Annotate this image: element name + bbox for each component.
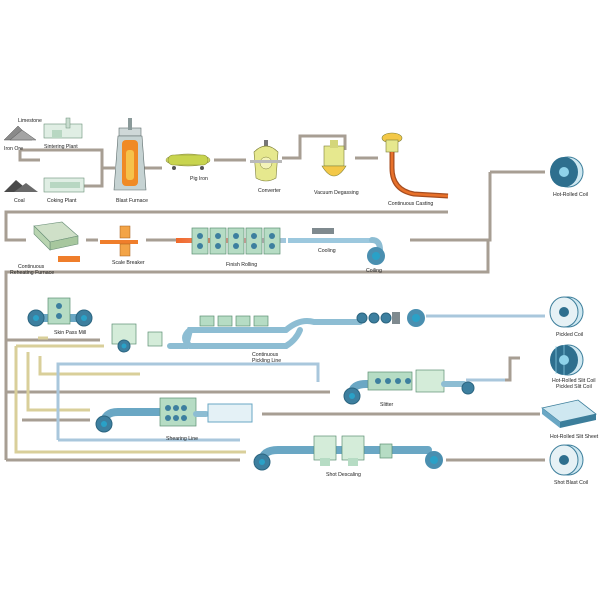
shot-blast-coil-icon	[549, 444, 584, 476]
limestone-pile-icon	[3, 125, 37, 141]
blast-furnace-icon	[113, 118, 147, 191]
pickled-coil-icon	[549, 296, 584, 328]
label-coking-plant: Coking Plant	[47, 198, 77, 204]
coal-pile-icon	[4, 180, 38, 192]
label-cooling: Cooling	[318, 248, 336, 254]
label-hot-rolled-coil: Hot-Rolled Coil	[553, 192, 588, 198]
pickling-line-icon	[111, 309, 425, 353]
converter-icon	[250, 140, 282, 182]
slitter-icon	[343, 369, 475, 405]
label-scale-breaker: Scale Breaker	[112, 260, 145, 266]
coil-icon	[550, 156, 584, 188]
continuous-caster-icon	[381, 132, 449, 199]
coking-plant-icon	[43, 177, 85, 193]
label-slit-coil-1: Hot-Rolled Slit Coil	[552, 378, 596, 384]
label-sintering-plant: Sintering Plant	[44, 144, 78, 150]
sintering-plant-icon	[43, 117, 83, 139]
label-reheating-1: Continuous	[18, 264, 45, 270]
slit-coil-icon	[550, 344, 584, 376]
label-reheating-2: Reheating Furnace	[10, 270, 54, 276]
yellow-flow-lines	[14, 336, 246, 454]
label-slitter: Slitter	[380, 402, 394, 408]
cooling-section-icon	[288, 228, 372, 243]
label-iron-ore: Iron Ore	[4, 146, 23, 152]
label-converter: Converter	[258, 188, 281, 194]
label-pickling-1: Continuous	[252, 352, 279, 358]
label-pickling-2: Pickling Line	[252, 358, 281, 364]
label-shot-descaling: Shot Descaling	[326, 472, 361, 478]
pig-iron-car-icon	[165, 153, 211, 170]
flow-lines	[4, 134, 545, 462]
label-coiling: Coiling	[366, 268, 382, 274]
shot-descaling-icon	[253, 435, 443, 471]
label-vacuum-degassing: Vacuum Degassing	[314, 190, 359, 196]
label-pickled-coil: Pickled Coil	[556, 332, 583, 338]
vacuum-degasser-icon	[321, 140, 347, 177]
skin-pass-mill-icon	[27, 297, 93, 327]
coiler-icon	[367, 237, 385, 265]
sheet-stack-icon	[541, 399, 597, 428]
label-pig-iron: Pig Iron	[190, 176, 208, 182]
label-skin-pass-mill: Skin Pass Mill	[54, 330, 86, 336]
label-shot-blast-coil: Shot Blast Coil	[554, 480, 588, 486]
label-blast-furnace: Blast Furnace	[116, 198, 148, 204]
reheating-furnace-icon	[33, 221, 80, 262]
blue-flow-lines	[56, 314, 545, 442]
label-shearing-line: Shearing Line	[166, 436, 198, 442]
label-finish-rolling: Finish Rolling	[226, 262, 257, 268]
rolling-stand-icon	[176, 227, 286, 255]
scale-breaker-icon	[100, 225, 138, 257]
shearing-line-icon	[95, 397, 253, 433]
label-coal: Coal	[14, 198, 25, 204]
label-continuous-casting: Continuous Casting	[388, 201, 433, 207]
label-slit-sheet: Hot-Rolled Slit Sheet	[550, 434, 599, 440]
label-slit-coil-2: Pickled Slit Coil	[556, 384, 592, 390]
label-limestone: Limestone	[18, 118, 42, 124]
